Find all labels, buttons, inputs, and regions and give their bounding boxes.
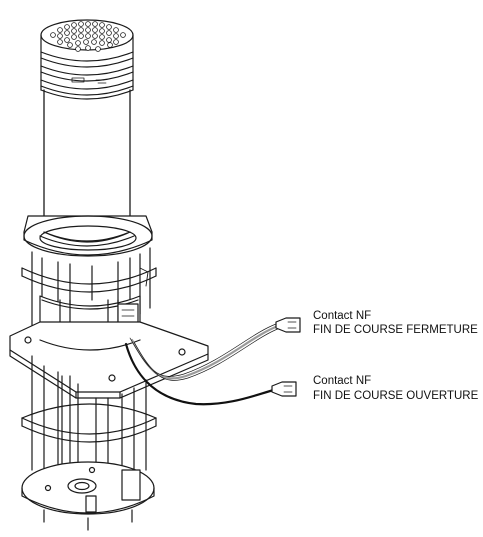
bollard-head	[40, 19, 134, 100]
base-plate	[21, 461, 155, 531]
closing-cable-outline	[129, 323, 281, 381]
opening-limit-switch-label: FIN DE COURSE OUVERTURE	[313, 390, 479, 402]
frame-lower	[21, 355, 157, 491]
closing-limit-switch-label: FIN DE COURSE FERMETURE	[313, 324, 478, 336]
mounting-plate	[9, 321, 209, 399]
closing-connector	[275, 317, 301, 333]
closing-contact-label: Contact NF	[313, 310, 372, 322]
opening-connector	[271, 381, 297, 397]
opening-contact-label: Contact NF	[313, 375, 372, 387]
stud-pattern	[50, 21, 126, 52]
top-flange	[23, 215, 153, 257]
opening-cable	[124, 342, 276, 406]
